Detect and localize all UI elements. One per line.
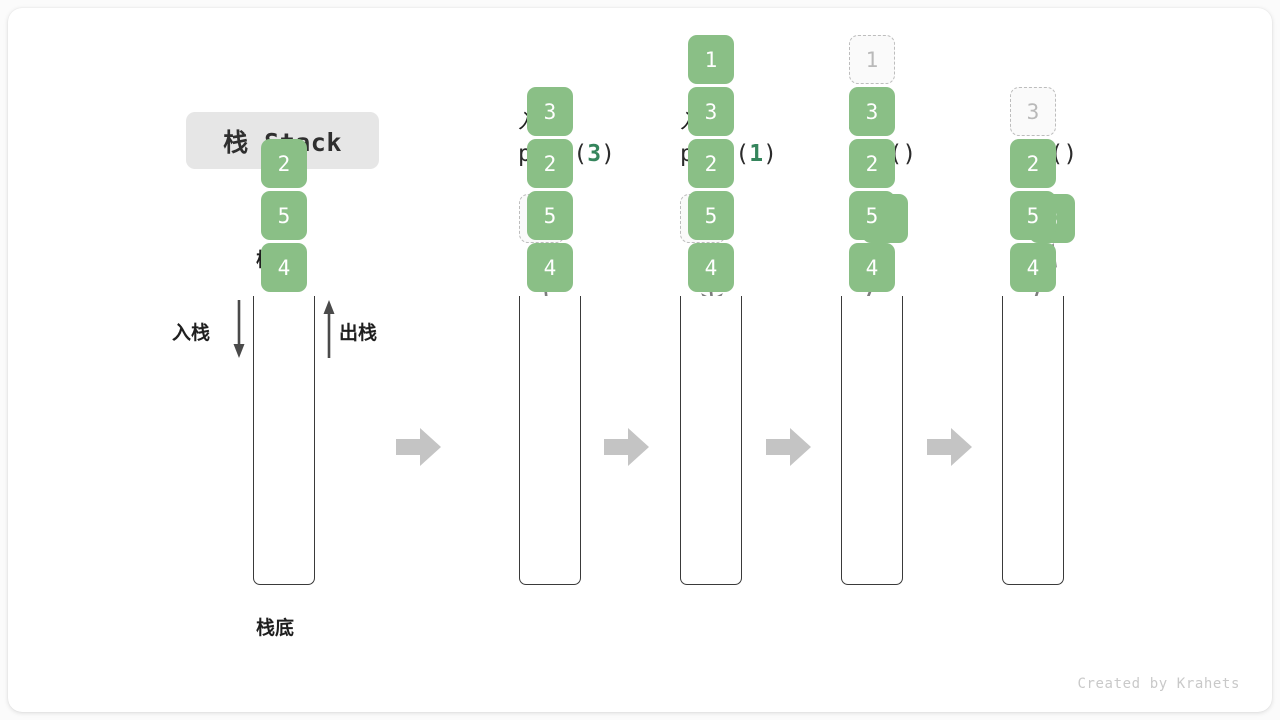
stack-cell: 2: [261, 139, 307, 188]
stack-cell-removed: 1: [849, 35, 895, 84]
stack-container: [841, 296, 903, 585]
stack-cell: 2: [688, 139, 734, 188]
transition-arrow-4-icon: [927, 428, 972, 466]
stack-cell: 4: [849, 243, 895, 292]
stack-cell: 5: [688, 191, 734, 240]
stack-container: [519, 296, 581, 585]
pop-direction-arrow-icon: [323, 300, 335, 358]
stack-cells: 4 5 2 3 1: [841, 32, 903, 292]
stack-container: [1002, 296, 1064, 585]
transition-arrow-1-icon: [396, 428, 441, 466]
stack-cell: 3: [849, 87, 895, 136]
stack-cell: 4: [1010, 243, 1056, 292]
code-suffix: ): [902, 141, 917, 167]
stack-cell: 5: [849, 191, 895, 240]
stack-cells: 4 5 2 3: [1002, 84, 1064, 292]
stack-cell: 4: [261, 243, 307, 292]
stack-cell: 5: [1010, 191, 1056, 240]
stack-cell: 3: [527, 87, 573, 136]
pop-side-label: 出栈: [339, 323, 378, 344]
stack-cell: 1: [688, 35, 734, 84]
push-direction-arrow-icon: [233, 300, 245, 358]
stack-bottom-label: 栈底: [256, 618, 295, 639]
stack-cell: 2: [527, 139, 573, 188]
code-number: 3: [587, 141, 602, 167]
stack-cell: 5: [261, 191, 307, 240]
credit-text: Created by Krahets: [1077, 676, 1240, 692]
push-side-label: 入栈: [172, 323, 211, 344]
stack-cells: 4 5 2: [253, 136, 315, 292]
stack-cell: 3: [688, 87, 734, 136]
stack-cell: 4: [688, 243, 734, 292]
transition-arrow-2-icon: [604, 428, 649, 466]
stack-cells: 4 5 2 3: [519, 84, 581, 292]
code-number: 1: [749, 141, 764, 167]
stack-cell: 4: [527, 243, 573, 292]
stack-container: [253, 296, 315, 585]
transition-arrow-3-icon: [766, 428, 811, 466]
stack-cell: 2: [849, 139, 895, 188]
stack-container: [680, 296, 742, 585]
code-suffix: ): [763, 141, 777, 167]
stack-cell: 2: [1010, 139, 1056, 188]
stack-cell: 5: [527, 191, 573, 240]
code-suffix: ): [601, 141, 615, 167]
stack-cells: 4 5 2 3 1: [680, 32, 742, 292]
code-suffix: ): [1063, 141, 1078, 167]
stack-cell-removed: 3: [1010, 87, 1056, 136]
